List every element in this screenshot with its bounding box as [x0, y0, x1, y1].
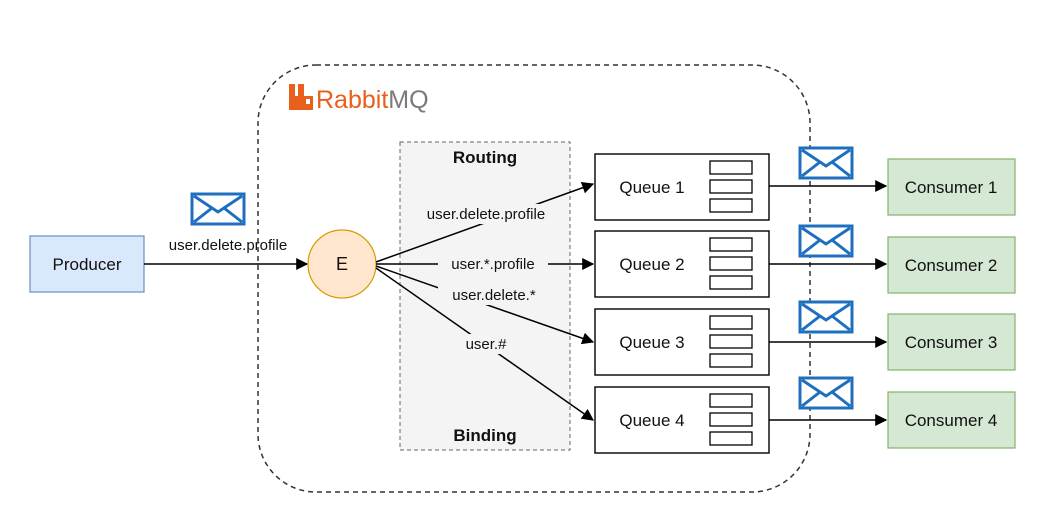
rabbitmq-container [257, 64, 811, 493]
rabbit-logo-icon [289, 84, 313, 110]
producer-box[interactable] [29, 235, 145, 293]
queue-slots-icon [709, 160, 753, 213]
consumer-label: Consumer 1 [905, 178, 998, 197]
svg-text:RabbitMQ: RabbitMQ [316, 86, 429, 114]
consumer-1-envelope-icon [798, 146, 854, 180]
consumer-label: Consumer 3 [905, 333, 998, 352]
binding-key-1: user.delete.profile [412, 204, 560, 224]
queue-label: Queue 4 [619, 411, 684, 430]
producer-label: Producer [53, 255, 122, 274]
queue-4[interactable]: Queue 4 [594, 386, 770, 454]
queue-3[interactable]: Queue 3 [594, 308, 770, 376]
queue-slots-icon [709, 315, 753, 368]
consumer-4-envelope-icon [798, 376, 854, 410]
svg-text:user.delete.*: user.delete.* [452, 287, 536, 304]
consumer-box [887, 313, 1016, 371]
consumer-2-envelope-icon [798, 224, 854, 258]
binding-key-4: user.# [457, 334, 515, 354]
consumer-3-envelope-icon [798, 300, 854, 334]
queue-2[interactable]: Queue 2 [594, 230, 770, 298]
consumer-label: Consumer 4 [905, 411, 998, 430]
queue-label: Queue 3 [619, 333, 684, 352]
binding-title: Binding [453, 426, 516, 445]
svg-text:user.delete.profile: user.delete.profile [427, 206, 545, 223]
binding-key-2: user.*.profile [438, 255, 548, 275]
queue-slots-icon [709, 237, 753, 290]
queue-slots-icon [709, 393, 753, 446]
svg-text:user.*.profile: user.*.profile [451, 256, 534, 273]
queue-1[interactable]: Queue 1 [594, 153, 770, 221]
consumer-box [887, 158, 1016, 216]
svg-text:user.#: user.# [466, 336, 508, 353]
consumer-box [887, 391, 1016, 449]
producer-routing-key: user.delete.profile [169, 237, 287, 254]
logo-text-rabbit: Rabbit [316, 86, 388, 114]
consumer-label: Consumer 2 [905, 256, 998, 275]
queue-label: Queue 2 [619, 255, 684, 274]
queue-label: Queue 1 [619, 178, 684, 197]
routing-title: Routing [453, 148, 517, 167]
logo-text-mq: MQ [388, 86, 428, 114]
consumer-3[interactable]: Consumer 3 [887, 313, 1016, 371]
binding-key-3: user.delete.* [438, 285, 550, 305]
producer-envelope-icon [190, 192, 246, 226]
consumer-2[interactable]: Consumer 2 [887, 236, 1016, 294]
consumer-box [887, 236, 1016, 294]
rabbitmq-logo: RabbitMQ [289, 84, 429, 114]
exchange-label: E [336, 254, 348, 274]
consumer-1[interactable]: Consumer 1 [887, 158, 1016, 216]
consumer-4[interactable]: Consumer 4 [887, 391, 1016, 449]
